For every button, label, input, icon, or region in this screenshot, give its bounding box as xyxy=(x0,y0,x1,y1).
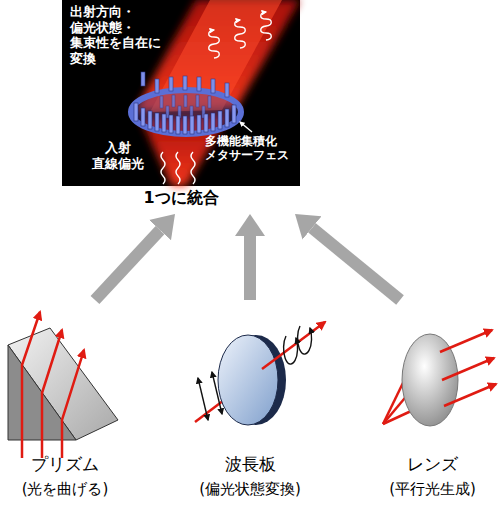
pillar xyxy=(211,113,215,131)
metasurface-panel: 出射方向・ 偏光状態・ 集束性を自在に 変換入射 直線偏光 多機能集積化 メタサー… xyxy=(62,0,300,214)
pillar xyxy=(162,114,166,132)
figure-subtitle: (平行光生成) xyxy=(365,480,500,498)
pillar xyxy=(141,72,145,86)
pillar xyxy=(211,79,215,93)
ray xyxy=(442,358,494,380)
wave-glyph xyxy=(176,152,180,184)
pillar xyxy=(141,108,145,126)
panel-heading: 出射方向・ 偏光状態・ 集束性を自在に 変換 xyxy=(70,4,174,66)
pillar xyxy=(196,95,199,107)
pillar xyxy=(155,113,159,131)
pillar xyxy=(183,76,187,90)
leader-line xyxy=(240,122,252,132)
circular-arrow xyxy=(284,336,298,364)
panel-text: 多機能集積化 メタサーフェス xyxy=(205,134,297,163)
circular-arrow xyxy=(298,326,312,354)
double-arrow xyxy=(198,378,208,420)
pillar xyxy=(197,77,201,91)
linear-wave-glyphs xyxy=(161,152,195,184)
pillar xyxy=(172,95,175,107)
merge-arrow xyxy=(95,230,160,300)
pillar xyxy=(183,116,187,134)
circular-wave-glyphs xyxy=(209,12,272,58)
merge-caption: 1つに統合 xyxy=(62,188,300,207)
inner-pillars xyxy=(160,95,211,118)
pillar xyxy=(166,106,169,118)
figure-title: 波長板 xyxy=(185,454,315,474)
ray xyxy=(42,330,62,458)
wave-glyph xyxy=(191,152,195,184)
double-arrow xyxy=(212,372,222,414)
spiral-glyph xyxy=(261,12,272,40)
ray xyxy=(62,350,84,458)
ray xyxy=(440,330,492,352)
pillar xyxy=(155,79,159,93)
pillar xyxy=(197,115,201,133)
component-figure: プリズム (光を曲げる) xyxy=(0,300,130,508)
panel-background xyxy=(62,0,300,186)
pillar xyxy=(218,111,222,129)
pillar xyxy=(160,96,163,108)
panel-text: 入射 直線偏光 xyxy=(88,140,148,171)
ray xyxy=(444,384,496,406)
spiral-glyph xyxy=(209,30,220,58)
pillar xyxy=(169,115,173,133)
pillar xyxy=(225,83,229,97)
back-pillars xyxy=(141,72,229,97)
front-pillars xyxy=(134,103,236,134)
pillar xyxy=(148,111,152,129)
figure-subtitle: (偏光状態変換) xyxy=(185,480,315,498)
figure-subtitle: (光を曲げる) xyxy=(0,480,130,498)
pillar xyxy=(176,116,180,134)
metasurface-ring xyxy=(131,90,241,134)
prism-rays xyxy=(22,312,84,458)
component-figure: レンズ (平行光生成) xyxy=(365,300,500,508)
wave-glyph xyxy=(161,152,165,184)
pillar xyxy=(184,95,187,107)
pillar xyxy=(232,105,236,123)
merge-arrow xyxy=(312,228,400,300)
ray xyxy=(22,312,40,458)
pillar xyxy=(134,103,138,121)
plate-ray xyxy=(262,322,325,369)
merge-arrow xyxy=(244,236,256,300)
pillar xyxy=(190,116,194,134)
pillar xyxy=(225,109,229,127)
pillar xyxy=(204,114,208,132)
figure-title: プリズム xyxy=(0,454,130,474)
component-figure: 波長板 (偏光状態変換) xyxy=(185,300,315,508)
pillar xyxy=(208,96,211,108)
figure-title: レンズ xyxy=(365,454,500,474)
polarization-marks xyxy=(198,326,312,420)
pillar xyxy=(169,77,173,91)
lens-output-rays xyxy=(440,330,496,406)
spiral-glyph xyxy=(235,20,246,48)
plate-face xyxy=(218,335,278,425)
